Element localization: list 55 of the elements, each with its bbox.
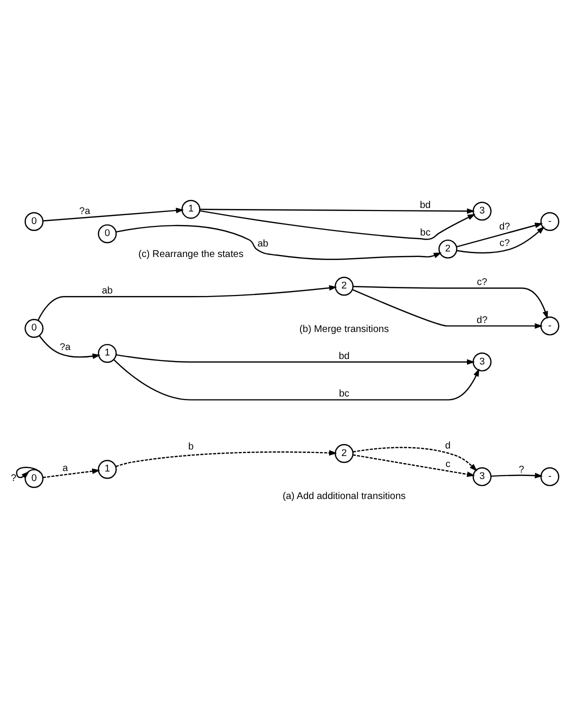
node-circle: 0	[24, 318, 44, 338]
arrow	[200, 208, 475, 214]
arrow	[352, 446, 478, 472]
edge-label: ?a	[60, 342, 71, 354]
node-circle: 0	[24, 469, 44, 488]
edge-label: b	[188, 442, 194, 453]
edge-label: ab	[102, 285, 113, 296]
arrow	[38, 335, 100, 359]
node-circle: 1	[98, 460, 117, 479]
arrow	[456, 222, 543, 248]
edge-label: c?	[476, 276, 488, 288]
edge-label: ab	[258, 238, 268, 250]
edge-label: ?	[10, 472, 16, 484]
arrow	[116, 354, 475, 365]
arrow	[16, 466, 41, 479]
label: (b) Merge transitions	[299, 324, 389, 335]
arrow	[37, 285, 338, 321]
edge-label: ?a	[79, 206, 90, 218]
arrow	[491, 472, 543, 478]
edge-label: d	[445, 440, 451, 452]
arrow	[42, 208, 184, 222]
edge-label: bc	[338, 388, 350, 400]
node-circle: -	[540, 212, 560, 232]
edge-label: d?	[499, 221, 510, 232]
edge-label: bc	[420, 227, 430, 238]
node-circle: -	[540, 467, 560, 486]
node-circle: 2	[334, 444, 354, 463]
arrow	[352, 289, 543, 329]
edge-label: ?	[518, 464, 524, 476]
node-circle: 2	[334, 276, 354, 296]
arrow	[116, 224, 442, 260]
arrow	[352, 286, 548, 320]
edge-label: d?	[476, 314, 488, 326]
arrow	[113, 359, 480, 400]
node-circle: 3	[472, 352, 492, 372]
edge-label: bd	[338, 350, 350, 362]
node-circle: 3	[472, 202, 492, 221]
edge-label: c	[445, 458, 450, 470]
node-circle: 0	[24, 212, 44, 232]
arrow	[42, 468, 100, 478]
node-circle: 0	[98, 224, 117, 244]
node-circle: -	[540, 316, 560, 336]
node-circle: 3	[472, 467, 492, 486]
label: (c) Rearrange the states	[138, 248, 244, 260]
arrow	[200, 210, 476, 240]
node-circle: 1	[181, 200, 200, 219]
label: (a) Add additional transitions	[282, 491, 406, 502]
node-circle: 1	[98, 344, 117, 363]
edge-label: bd	[420, 200, 431, 212]
edge-label: a	[62, 463, 68, 474]
arrow	[352, 454, 476, 478]
node-circle: 2	[438, 240, 458, 258]
edge-label: c?	[500, 238, 510, 249]
arrow	[456, 226, 545, 254]
arrow	[116, 450, 338, 468]
